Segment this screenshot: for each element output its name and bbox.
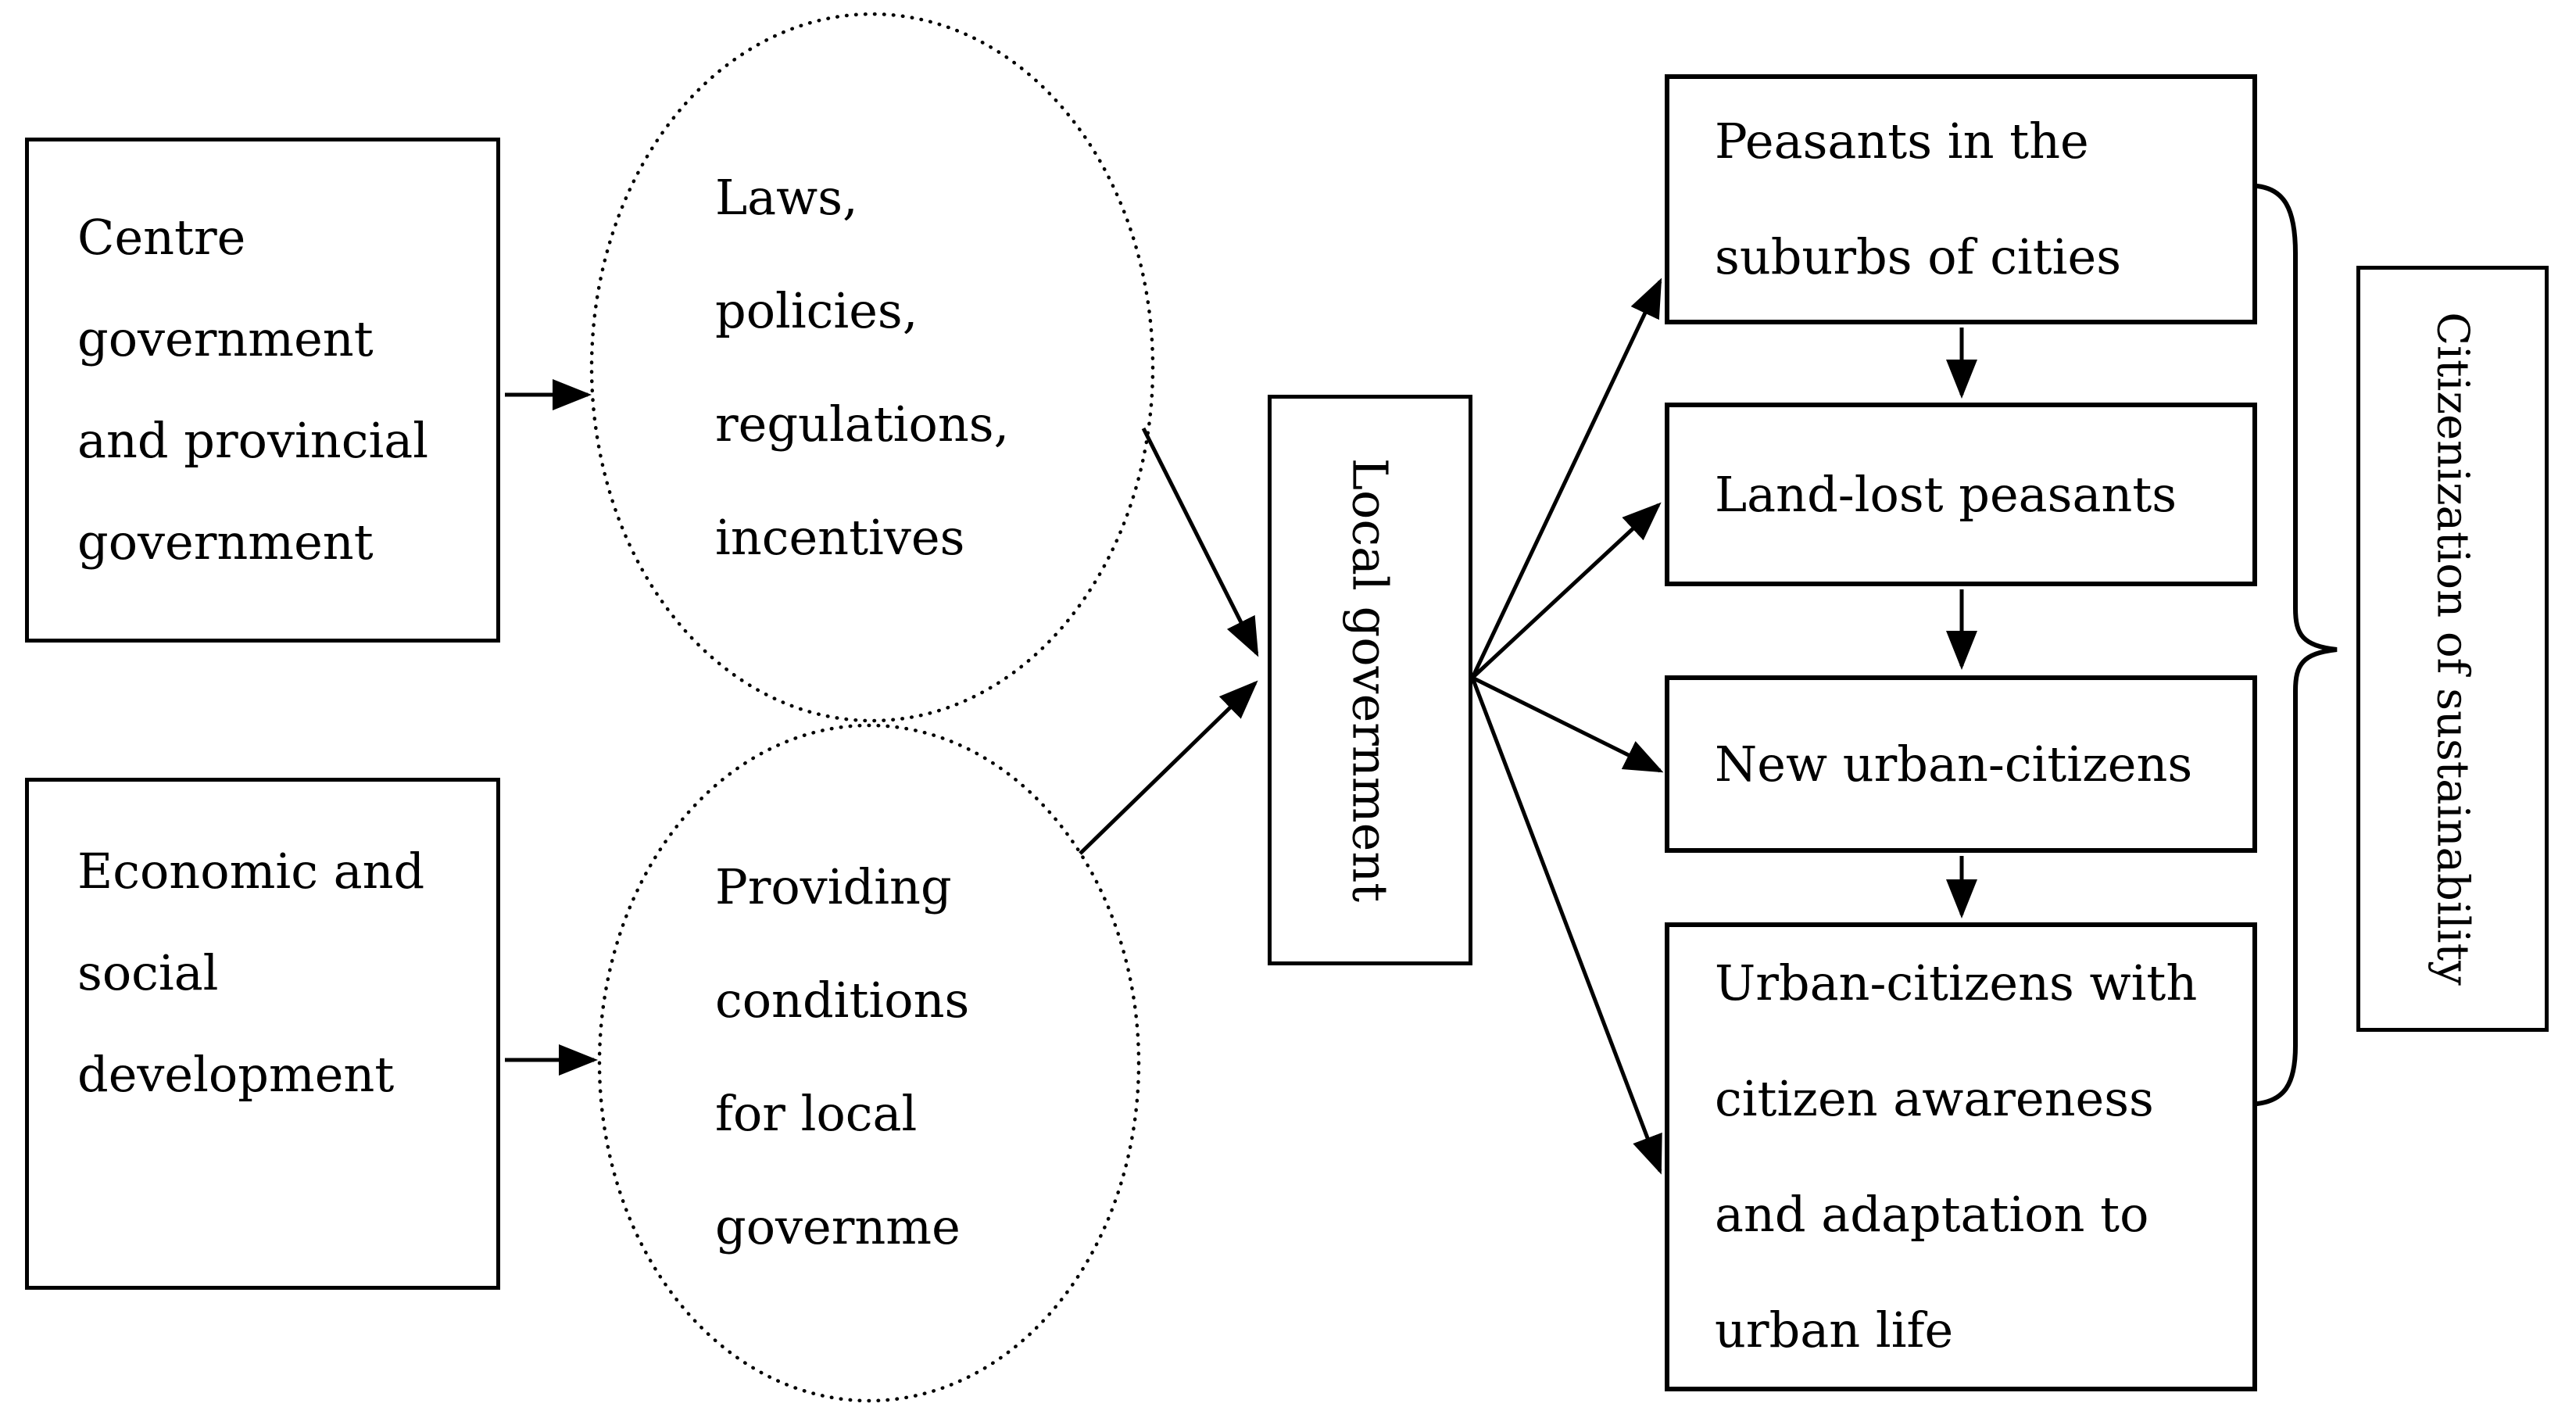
land-lost-peasants-label: Land-lost peasants: [1715, 465, 2177, 523]
urban-awareness-line: urban life: [1715, 1301, 1954, 1359]
local-government-label: Local government: [1341, 457, 1399, 903]
centre-government-line: government: [77, 514, 374, 571]
urban-awareness-line: Urban-citizens with: [1715, 954, 2198, 1011]
providing-line: governme: [715, 1198, 961, 1255]
arrow-localgov-to-peasants: [1470, 277, 1662, 679]
providing-line: Providing: [715, 858, 952, 915]
local-government-box: Local government: [1268, 395, 1472, 965]
providing-ellipse-outline: [597, 723, 1141, 1403]
providing-line: conditions: [715, 972, 970, 1029]
centre-government-line: government: [77, 310, 374, 367]
providing-ellipse-text: Providing conditions for local governme: [715, 830, 969, 1283]
arrow-providing-to-localgov: [1079, 680, 1258, 855]
citizenization-box: Citizenization of sustainability: [2356, 266, 2549, 1032]
arrow-localgov-to-newurban: [1471, 675, 1664, 773]
economic-social-line: social: [77, 944, 219, 1001]
economic-social-line: Economic and: [77, 843, 425, 900]
land-lost-peasants-box: Land-lost peasants: [1665, 403, 2257, 586]
economic-social-box: Economic and social development: [25, 778, 500, 1290]
centre-government-line: and provincial: [77, 412, 429, 469]
centre-government-box: Centre government and provincial governm…: [25, 138, 500, 643]
brace-citizenization: [2255, 184, 2338, 1106]
urban-awareness-line: and adaptation to: [1715, 1186, 2149, 1243]
peasants-suburbs-line: suburbs of cities: [1715, 228, 2122, 285]
economic-social-line: development: [77, 1046, 395, 1103]
arrow-localgov-to-urbanawareness: [1470, 677, 1662, 1175]
citizenization-label: Citizenization of sustainability: [2427, 312, 2478, 986]
new-urban-citizens-box: New urban-citizens: [1665, 675, 2257, 853]
urban-awareness-line: citizen awareness: [1715, 1070, 2154, 1127]
laws-ellipse-text: Laws, policies, regulations, incentives: [715, 141, 1009, 594]
laws-line: policies,: [715, 282, 918, 339]
peasants-suburbs-box: Peasants in the suburbs of cities: [1665, 74, 2257, 324]
new-urban-citizens-label: New urban-citizens: [1715, 735, 2193, 793]
laws-line: Laws,: [715, 169, 858, 226]
urban-citizens-awareness-box: Urban-citizens with citizen awareness an…: [1665, 922, 2257, 1391]
laws-ellipse-outline: [589, 12, 1155, 723]
arrow-laws-to-localgov: [1141, 427, 1259, 657]
peasants-suburbs-line: Peasants in the: [1715, 113, 2089, 170]
providing-line: for local: [715, 1085, 918, 1142]
laws-line: incentives: [715, 509, 965, 566]
arrow-localgov-to-landlost: [1471, 502, 1662, 679]
centre-government-line: Centre: [77, 209, 246, 266]
laws-line: regulations,: [715, 396, 1010, 453]
